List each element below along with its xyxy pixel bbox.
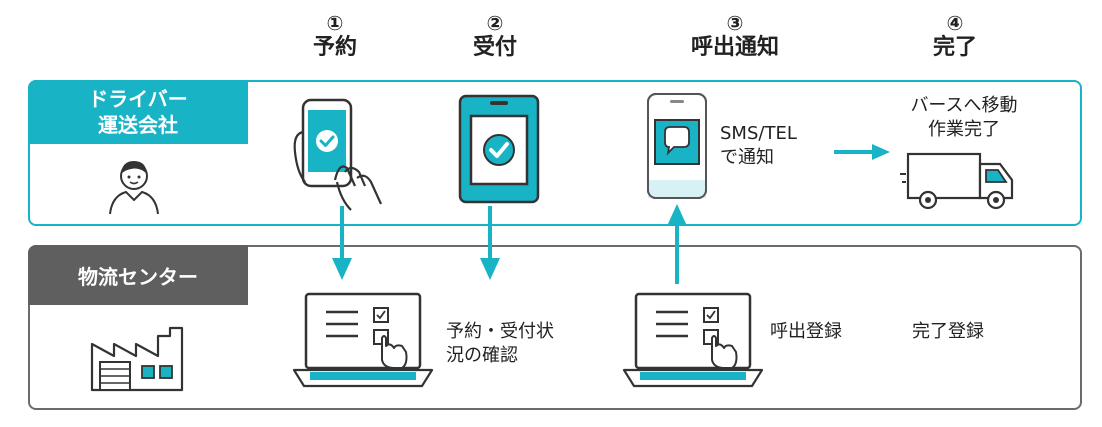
- laptop-status-check-icon: [292, 292, 434, 388]
- complete-register-text: 完了登録: [912, 321, 984, 342]
- center-lane-label-text: 物流センター: [78, 264, 198, 289]
- sms-tel-line1: SMS/TEL: [720, 123, 797, 144]
- driver-person-icon: [109, 161, 159, 215]
- laptop-call-register-icon: [622, 292, 764, 388]
- sms-tel-line2: で通知: [720, 147, 774, 168]
- step-2-number: ②: [486, 11, 504, 35]
- move-line2: 作業完了: [928, 119, 1000, 140]
- step-3-title: 呼出通知: [690, 35, 779, 60]
- sms-tel-notice: SMS/TEL で通知: [720, 122, 797, 170]
- step-4-header: ④ 完了: [910, 12, 1000, 62]
- call-register-text: 呼出登録: [770, 321, 842, 342]
- center-lane-label: 物流センター: [28, 245, 248, 305]
- truck-icon: [900, 152, 1014, 210]
- driver-lane-label: ドライバー 運送会社: [28, 80, 248, 144]
- down-arrow-step2-icon: [480, 206, 500, 280]
- status-line2: 況の確認: [446, 345, 518, 366]
- down-arrow-step1-icon: [332, 206, 352, 280]
- step-2-title: 受付: [472, 35, 517, 60]
- step-1-number: ①: [326, 11, 344, 35]
- reservation-status-text: 予約・受付状 況の確認: [446, 320, 554, 368]
- status-line1: 予約・受付状: [446, 321, 554, 342]
- step-4-title: 完了: [932, 35, 977, 60]
- step-4-number: ④: [946, 11, 964, 35]
- logistics-center-lane: [28, 245, 1082, 410]
- smartphone-reservation-icon: [293, 98, 383, 211]
- driver-lane: [28, 80, 1082, 226]
- step-3-header: ③ 呼出通知: [665, 12, 805, 62]
- step-3-number: ③: [726, 11, 744, 35]
- step-2-header: ② 受付: [450, 12, 540, 62]
- up-arrow-step3-icon: [667, 204, 687, 284]
- move-line1: バースへ移動: [910, 95, 1018, 116]
- right-arrow-icon: [834, 144, 890, 160]
- phone-notification-icon: [647, 93, 707, 199]
- factory-building-icon: [90, 326, 184, 392]
- step-1-title: 予約: [312, 35, 357, 60]
- driver-lane-label-line2: 運送会社: [98, 113, 178, 137]
- tablet-reception-icon: [458, 94, 540, 204]
- move-to-berth-text: バースへ移動 作業完了: [898, 94, 1030, 142]
- step-1-header: ① 予約: [290, 12, 380, 62]
- driver-lane-label-line1: ドライバー: [88, 87, 188, 111]
